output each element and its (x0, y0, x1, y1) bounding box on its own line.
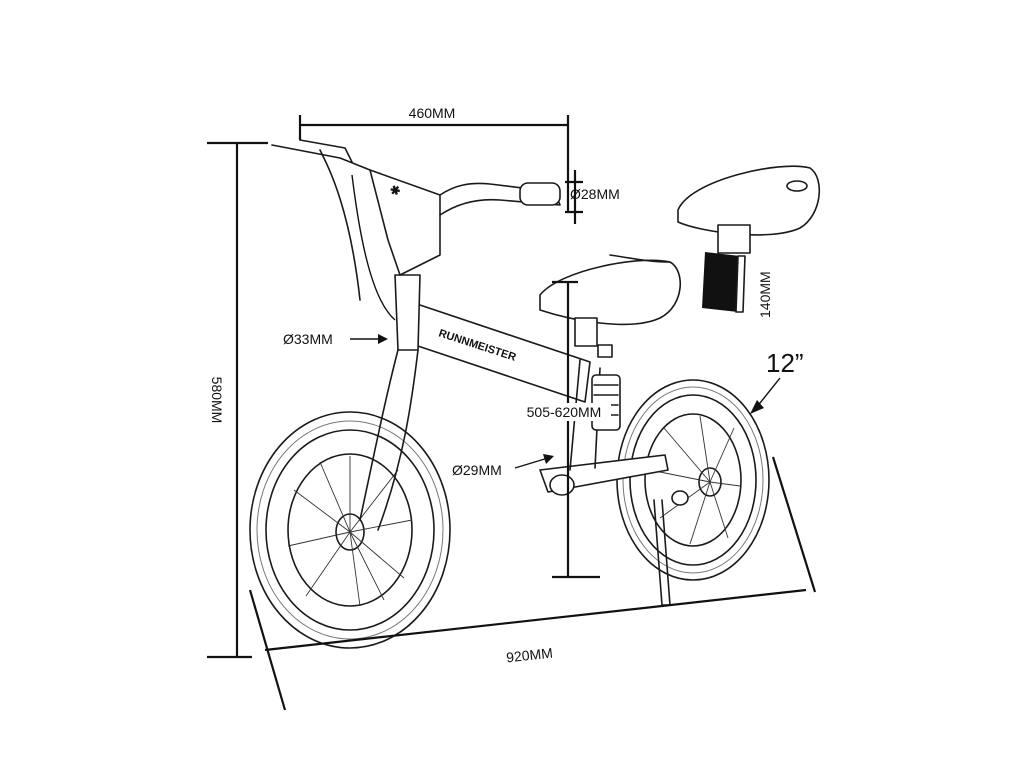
stem-logo: ✱ (388, 182, 402, 199)
detached-seat-with-post (677, 165, 821, 313)
front-wheel (249, 411, 451, 649)
handlebar (271, 144, 561, 216)
seat-post-band (702, 252, 740, 312)
seat-tube-diameter-label: Ø29MM (452, 462, 502, 478)
right-grip (519, 182, 561, 206)
wheel-size-label: 12” (766, 348, 804, 378)
seat-post-dimension: 140MM (757, 271, 773, 318)
head-tube-diameter-dimension: Ø33MM (283, 331, 388, 347)
grip-diameter-dimension: Ø28MM (565, 170, 620, 224)
brake-cable (351, 174, 396, 321)
seat-post-length-label: 140MM (757, 271, 773, 318)
rear-wheel (616, 379, 770, 581)
seat-height-label: 505-620MM (527, 404, 602, 420)
balance-bike-drawing: RUNNMEISTER ✱ (249, 139, 770, 649)
overall-length-label: 920MM (505, 645, 553, 666)
overall-length-dimension: 920MM (248, 456, 817, 711)
seat-height-dimension: 505-620MM (517, 280, 611, 579)
head-tube (394, 274, 421, 351)
overall-height-dimension: 580MM (207, 141, 268, 659)
rear-shock (591, 374, 621, 431)
handlebar-width-dimension: 460MM (298, 105, 570, 212)
grip-diameter-label: Ø28MM (570, 186, 620, 202)
handlebar-width-label: 460MM (409, 105, 456, 121)
overall-height-label: 580MM (209, 377, 225, 424)
brake-lever (299, 139, 361, 301)
stem (369, 169, 441, 276)
bike-seat (539, 254, 682, 358)
wheel-size-dimension: 12” (750, 348, 804, 414)
seat-tube-diameter-dimension: Ø29MM (452, 454, 554, 478)
head-tube-diameter-label: Ø33MM (283, 331, 333, 347)
front-fork (359, 349, 419, 531)
